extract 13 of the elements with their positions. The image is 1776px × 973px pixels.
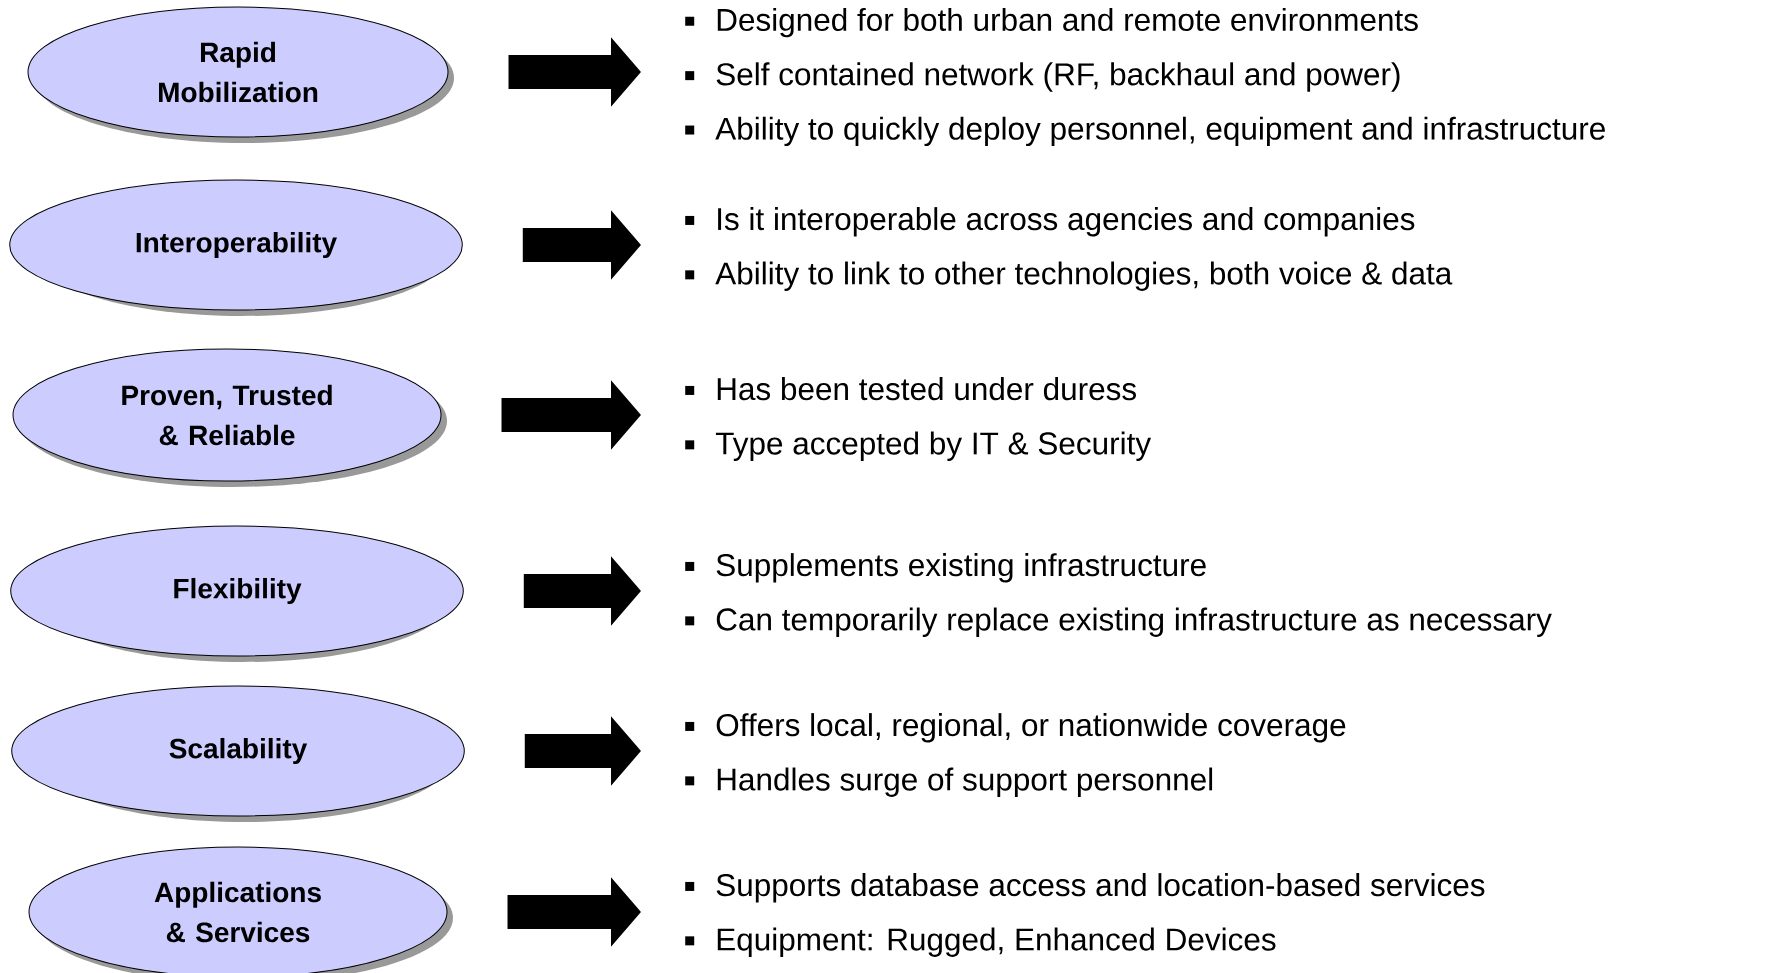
list-item: Supplements existing infrastructure <box>716 553 1206 583</box>
list-item: Ability to link to other technologies, both voice & data <box>715 261 1453 291</box>
list-item: Self contained network (RF, backhaul and power) <box>716 62 1400 92</box>
list-item: Can temporarily replace existing infrastructure as necessary <box>716 607 1552 637</box>
list-item: Supports database access and location-based services <box>716 873 1485 903</box>
list-item: Ability to quickly deploy personnel, equipment and infrastructure <box>715 116 1605 147</box>
list-item: Designed for both urban and remote environments <box>717 7 1418 38</box>
list-item: Is it interoperable across agencies and companies <box>718 207 1415 237</box>
list-item: Equipment: Rugged, Enhanced Devices <box>717 927 1276 957</box>
list-item: Type accepted by IT & Security <box>715 431 1152 461</box>
list-item: Offers local, regional, or nationwide coverage <box>716 713 1346 743</box>
list-item: Handles surge of support personnel <box>717 767 1213 797</box>
list-item: Has been tested under duress <box>717 377 1136 401</box>
